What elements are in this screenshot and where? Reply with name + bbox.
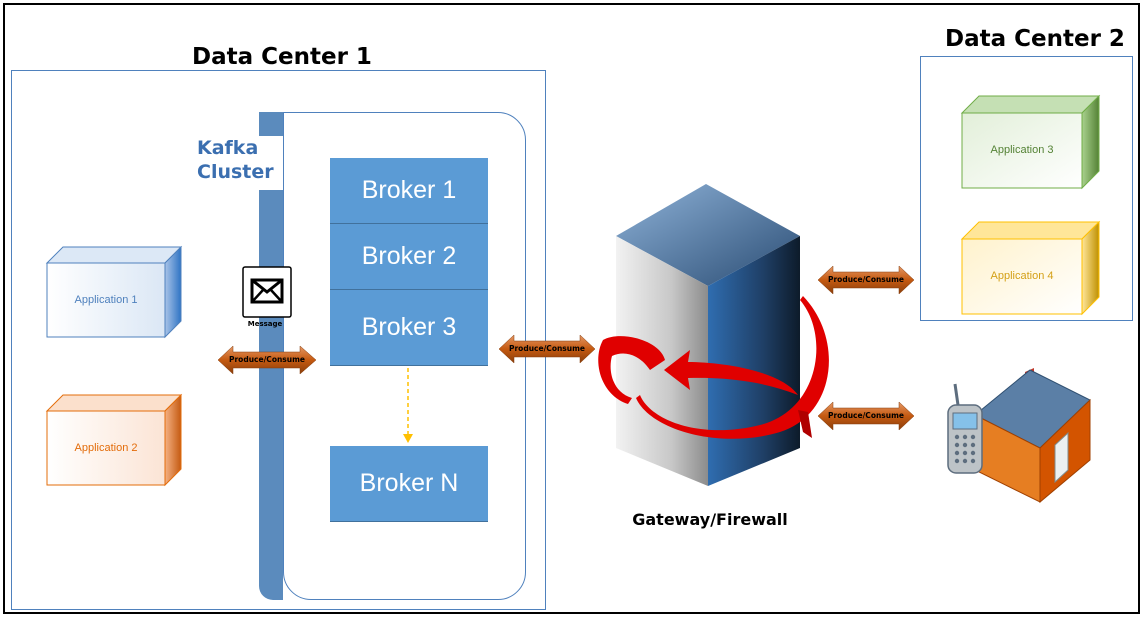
message-label: Message (247, 320, 283, 328)
broker-3: Broker 3 (330, 290, 488, 366)
broker-1: Broker 1 (330, 158, 488, 224)
produce-consume-label-top-right: Produce/Consume (827, 275, 905, 284)
broker-replication-arrow (403, 368, 413, 443)
produce-consume-arrow-bottom-right (817, 401, 915, 431)
application-1-box (45, 245, 183, 339)
broker-n: Broker N (330, 446, 488, 522)
data-center-1-box (11, 70, 546, 610)
produce-consume-arrow-left (217, 345, 317, 375)
kafka-cluster-label: Kafka Cluster (193, 136, 283, 190)
gateway-firewall-icon (598, 184, 829, 486)
broker-2: Broker 2 (330, 224, 488, 290)
produce-consume-arrow-middle (498, 334, 596, 364)
produce-consume-label-middle: Produce/Consume (508, 344, 586, 353)
data-center-2-title: Data Center 2 (945, 26, 1125, 52)
application-4-label: Application 4 (990, 270, 1054, 282)
data-center-2-box (920, 56, 1133, 321)
application-4-box (960, 220, 1101, 316)
house-icon (974, 368, 1091, 504)
produce-consume-label-bottom-right: Produce/Consume (827, 411, 905, 420)
application-2-label: Application 2 (74, 442, 138, 454)
produce-consume-label-left: Produce/Consume (228, 355, 306, 364)
kafka-label-line2: Cluster (197, 161, 274, 183)
application-3-label: Application 3 (990, 144, 1054, 156)
application-3-box (960, 94, 1101, 190)
data-center-1-title: Data Center 1 (192, 44, 372, 70)
mobile-phone-icon (947, 383, 983, 474)
application-1-label: Application 1 (74, 294, 138, 306)
produce-consume-arrow-top-right (817, 265, 915, 295)
application-2-box (45, 393, 183, 487)
outer-frame (3, 3, 1140, 614)
gateway-firewall-label: Gateway/Firewall (632, 510, 788, 529)
envelope-icon (242, 266, 292, 318)
kafka-label-line1: Kafka (197, 137, 259, 159)
